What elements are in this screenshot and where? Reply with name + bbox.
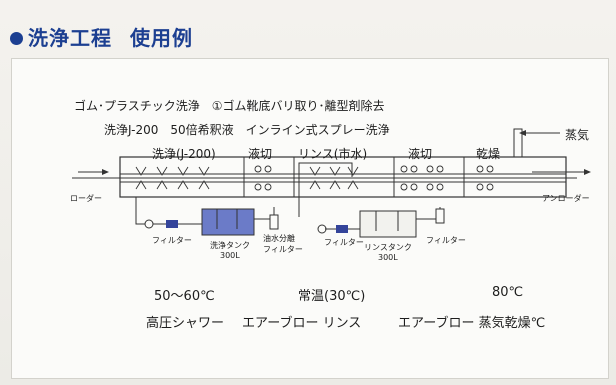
zone-drain-label: 液切 [248, 147, 273, 161]
steam-label: 蒸気 [565, 128, 590, 142]
wash-method: 高圧シャワー [146, 316, 225, 331]
filter-label-3: フィルター [426, 236, 466, 245]
wash-temperature: 50～60℃ [154, 289, 215, 304]
oil-filter-line-1: 油水分離 [263, 234, 295, 243]
washer-housing [119, 156, 567, 198]
diagram-panel: ゴム･プラスチック洗浄 ①ゴム靴底バリ取り･離型剤除去 洗浄J-200 50倍希… [11, 58, 609, 379]
unloader-label: アンローダー [542, 194, 590, 203]
exit-arrow-head [584, 169, 591, 175]
wash-tank-volume: 300L [220, 251, 240, 260]
feed-arrow-head [102, 169, 109, 175]
rinse-nozzles [309, 166, 359, 190]
steam-arrow-head [519, 130, 526, 136]
filter-housing-icon [435, 208, 445, 224]
wash-tank [201, 208, 255, 236]
loader-label: ローダー [70, 194, 102, 203]
rinse-tank-name: リンスタンク [364, 243, 412, 252]
process-diagram [72, 128, 591, 238]
wash-tank-name: 洗浄タンク [210, 241, 250, 250]
filter-label-2: フィルター [324, 238, 364, 247]
rinse-method: エアーブロー リンス [242, 316, 362, 331]
zone-rinse-label: リンス(市水) [298, 147, 368, 161]
oil-filter-line-2: フィルター [263, 245, 303, 254]
rinse-temperature: 常温(30℃) [298, 289, 366, 304]
drain-nozzles [254, 165, 494, 191]
description-line-2: 洗浄J-200 50倍希釈液 インライン式スプレー洗浄 [104, 123, 390, 137]
rinse-pipe [298, 162, 353, 217]
bullet-icon [10, 32, 23, 45]
zone-wash-label: 洗浄(J-200) [152, 147, 216, 161]
pump-icon [317, 224, 327, 234]
pump-icon [144, 219, 154, 229]
title-main: 洗浄工程 [28, 26, 112, 50]
wash-nozzles [135, 166, 210, 190]
rinse-tank [359, 210, 417, 238]
zone-dry-label: 乾燥 [476, 147, 501, 161]
steam-pipe [513, 128, 523, 157]
filter-icon [166, 220, 178, 228]
rinse-tank-volume: 300L [378, 253, 398, 262]
zone-drain-label-2: 液切 [408, 147, 433, 161]
filter-label-1: フィルター [152, 236, 192, 245]
page-title: 洗浄工程使用例 [10, 22, 193, 51]
dry-method: エアーブロー 蒸気乾燥℃ [398, 316, 546, 331]
oil-separator-icon [269, 214, 279, 230]
filter-icon [336, 225, 348, 233]
description-line-1: ゴム･プラスチック洗浄 ①ゴム靴底バリ取り･離型剤除去 [74, 99, 385, 113]
wash-return-pipe [135, 197, 146, 225]
dry-temperature: 80℃ [492, 285, 524, 300]
title-sub: 使用例 [130, 26, 193, 50]
